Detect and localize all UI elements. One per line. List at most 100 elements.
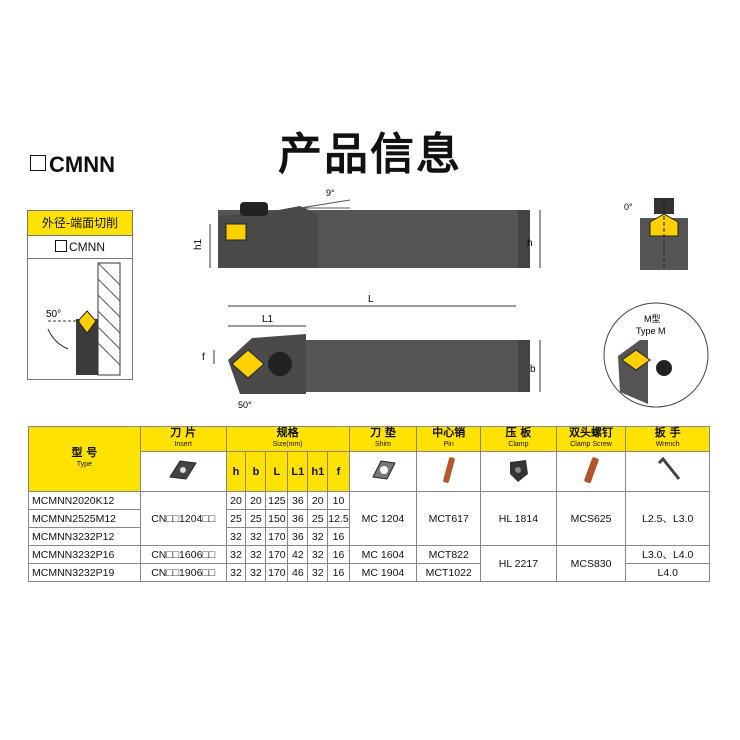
wrench-b: L3.0、L4.0 xyxy=(625,545,710,564)
cell-f: 16 xyxy=(327,527,350,546)
side-panel: 外径-端面切削 CMNN 50° xyxy=(27,210,133,380)
cell-f: 16 xyxy=(327,545,350,564)
cell-L: 170 xyxy=(265,527,289,546)
screw-625: MCS625 xyxy=(555,491,627,546)
cell-b: 32 xyxy=(245,545,267,564)
insert-picture-icon xyxy=(169,460,197,480)
dim-header-L: L xyxy=(265,451,289,492)
cell-h1: 20 xyxy=(307,491,329,510)
cell-b: 25 xyxy=(245,509,267,528)
type-m-pin xyxy=(656,360,672,376)
clamp-picture-cell xyxy=(480,451,557,492)
shim-picture-icon xyxy=(372,460,396,480)
holder-end-bottom xyxy=(518,340,530,392)
insert-1204: CN□□1204□□ xyxy=(139,491,227,546)
header-type-en: Type xyxy=(76,461,92,468)
header-clamp-en: Clamp xyxy=(508,441,529,448)
cell-L: 170 xyxy=(265,545,289,564)
pin-picture-icon xyxy=(442,457,455,483)
row-model: MCMNN2020K12 xyxy=(28,491,141,510)
insert-picture-cell xyxy=(139,451,227,492)
holder-shank-bottom xyxy=(296,340,518,392)
placeholder-box-icon xyxy=(30,155,46,171)
label-f: f xyxy=(202,352,205,363)
hatch-line xyxy=(97,278,121,302)
cell-h1: 32 xyxy=(307,527,329,546)
header-screw-en: Clamp Screw xyxy=(570,441,612,448)
insert-1606: CN□□1606□□ xyxy=(139,545,227,564)
label-L: L xyxy=(368,294,374,305)
label-b: b xyxy=(530,364,536,375)
insert-bottom xyxy=(231,349,265,379)
header-pin-cn: 中心销 xyxy=(432,426,466,439)
cell-L: 170 xyxy=(265,563,289,582)
cell-L: 150 xyxy=(265,509,289,528)
label-L1: L1 xyxy=(262,314,274,325)
dim-header-h: h xyxy=(225,451,247,492)
header-clamp: 压 板 Clamp xyxy=(480,426,557,452)
clamp-picture-icon xyxy=(510,460,529,482)
header-size-en: Size(mm) xyxy=(272,441,303,448)
pin-picture-cell xyxy=(416,451,482,492)
shim-1604: MC 1604 xyxy=(348,545,418,564)
header-shim-en: Shim xyxy=(375,441,391,448)
header-screw-cn: 双头螺钉 xyxy=(569,426,614,439)
header-size-cn: 规格 xyxy=(276,426,299,439)
cell-L1: 46 xyxy=(287,563,309,582)
holder-head-top xyxy=(218,206,318,268)
cell-b: 20 xyxy=(245,491,267,510)
shim-1204: MC 1204 xyxy=(348,491,418,546)
screw-830: MCS830 xyxy=(555,545,627,582)
cell-h1: 32 xyxy=(307,563,329,582)
dim-header-b: b xyxy=(245,451,267,492)
type-m-cn: M型 xyxy=(644,314,661,324)
cell-f: 16 xyxy=(327,563,350,582)
row-model: MCMNN2525M12 xyxy=(28,509,141,528)
angle-side-label: 0° xyxy=(624,202,633,212)
angle-bottom-label: 50° xyxy=(238,400,252,410)
cell-h: 32 xyxy=(225,563,247,582)
insert-top xyxy=(225,223,247,241)
hatch-line xyxy=(97,262,121,286)
page-title: 产品信息 xyxy=(278,129,462,180)
clamp-1814: HL 1814 xyxy=(480,491,557,546)
model-heading: CMNN xyxy=(30,152,115,178)
clamp-2217: HL 2217 xyxy=(480,545,557,582)
type-m-insert xyxy=(621,349,651,371)
side-panel-label: CMNN xyxy=(69,240,105,254)
shim-picture-cell xyxy=(348,451,418,492)
cell-f: 12.5 xyxy=(327,509,350,528)
hatch-line xyxy=(97,310,121,334)
shim-1904: MC 1904 xyxy=(348,563,418,582)
cell-h: 32 xyxy=(225,527,247,546)
cell-b: 32 xyxy=(245,527,267,546)
hatch-line xyxy=(97,326,121,350)
header-wrench-cn: 扳 手 xyxy=(654,426,681,439)
pin-bottom xyxy=(268,352,292,376)
angle-line-top xyxy=(299,199,351,209)
label-h1: h1 xyxy=(193,238,204,250)
table-row: MCMNN3232P12 32 32 170 36 32 16 xyxy=(28,527,710,546)
cell-L: 125 xyxy=(265,491,289,510)
angle-top-label: 9° xyxy=(326,188,335,198)
cell-h: 25 xyxy=(225,509,247,528)
header-clamp-cn: 压 板 xyxy=(505,426,532,439)
header-size: 规格 Size(mm) xyxy=(225,426,350,452)
header-insert-cn: 刀 片 xyxy=(170,426,197,439)
row-model: MCMNN3232P12 xyxy=(28,527,141,546)
screw-picture-cell xyxy=(555,451,627,492)
row-model: MCMNN3232P19 xyxy=(28,563,141,582)
cell-h1: 25 xyxy=(307,509,329,528)
hatch-line xyxy=(97,342,121,366)
cell-h: 20 xyxy=(225,491,247,510)
cell-L1: 36 xyxy=(287,491,309,510)
table-row: MCMNN3232P19 CN□□1906□□ 32 32 170 46 32 … xyxy=(28,563,710,582)
holder-head-bottom xyxy=(228,334,306,394)
cell-L1: 42 xyxy=(287,545,309,564)
